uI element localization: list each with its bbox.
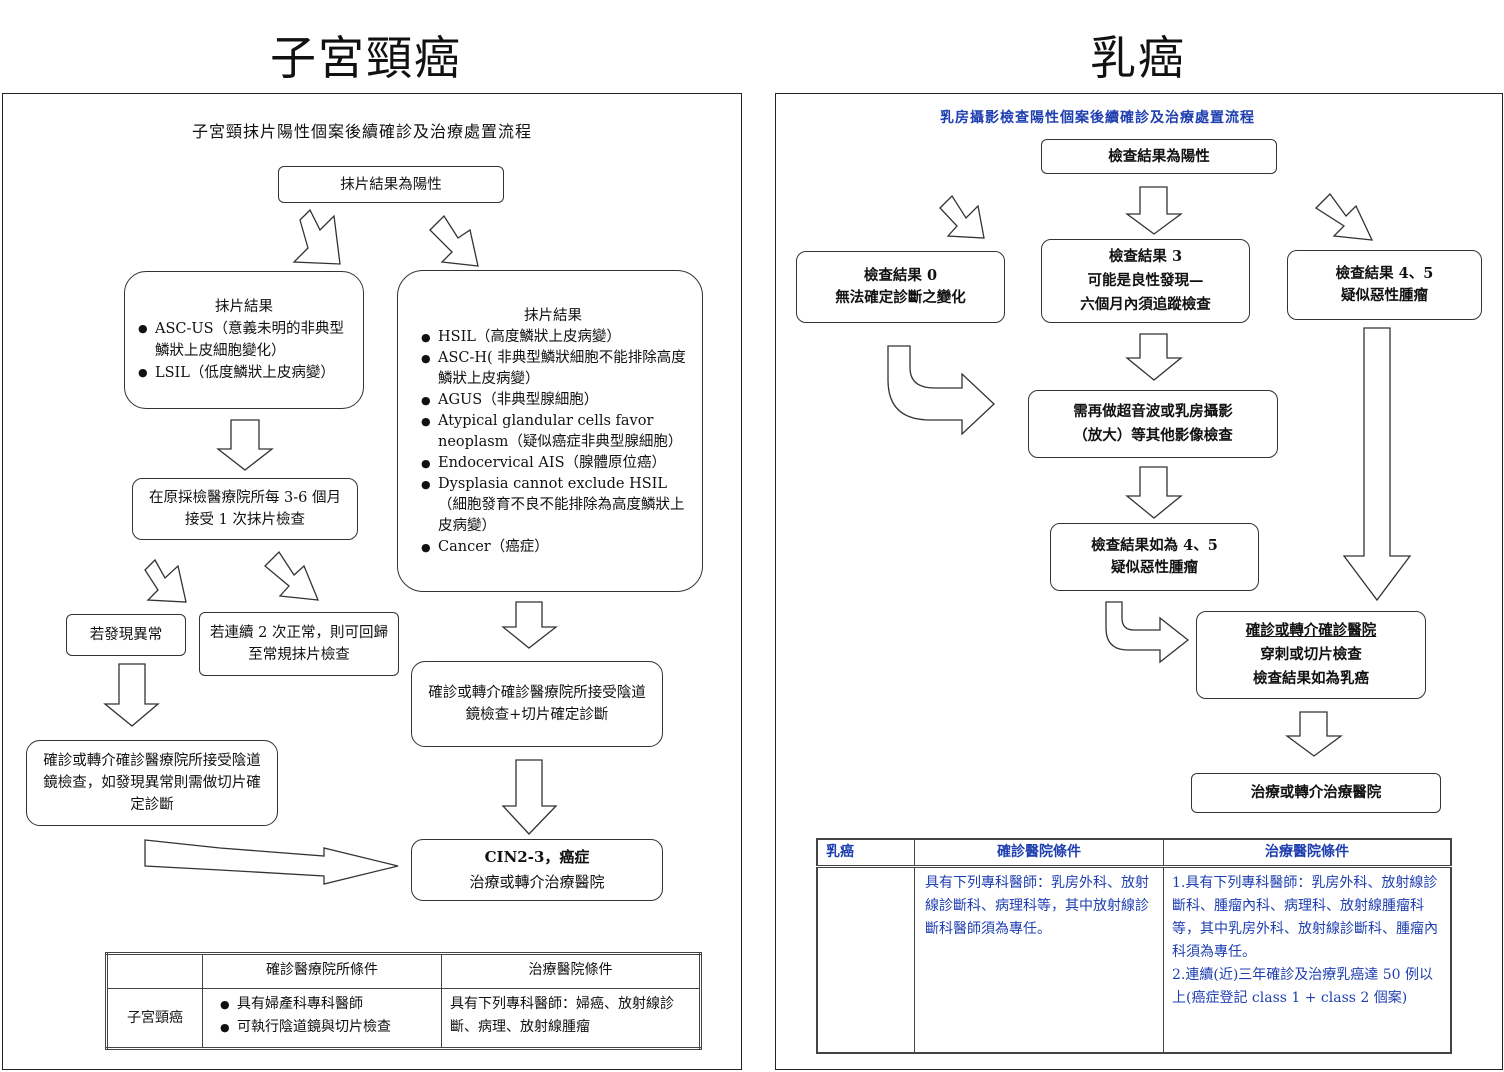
pap-high-item: ASC-H( 非典型鱗狀細胞不能排除高度鱗狀上皮病變） xyxy=(421,348,686,390)
arrow-down-right xyxy=(264,550,320,601)
cin-treatment-text: 治療或轉介治療醫院 xyxy=(469,873,605,891)
pap-high-item: AGUS（非典型腺細胞） xyxy=(421,390,686,411)
pap-high-item: Cancer（癌症） xyxy=(421,537,686,558)
if-45-desc: 疑似惡性腫瘤 xyxy=(1111,559,1198,576)
arrow-right xyxy=(144,839,399,885)
breast-table-label: 乳癌 xyxy=(816,838,915,868)
mammo-positive-box: 檢查結果為陽性 xyxy=(1041,139,1277,174)
result-0-box: 檢查結果 0 無法確定診斷之變化 xyxy=(796,251,1005,323)
confirm-hospital-title: 確診或轉介確診醫院 xyxy=(1245,622,1377,639)
diag-criterion: 可執行陰道鏡與切片檢查 xyxy=(220,1016,433,1039)
arrow-down-left xyxy=(292,208,341,265)
arrow-down-right xyxy=(1314,193,1374,241)
refer-biopsy-text: 確診或轉介確診醫療院所接受陰道鏡檢查+切片確定診斷 xyxy=(428,685,646,723)
pap-low-item: ASC-US（意義未明的非典型鱗狀上皮細胞變化） xyxy=(138,318,351,362)
arrow-down-right xyxy=(429,214,479,267)
breast-panel xyxy=(775,93,1503,1070)
result-45-box: 檢查結果 4、5 疑似惡性腫瘤 xyxy=(1287,250,1482,320)
arrow-down xyxy=(1285,711,1343,757)
confirm-hospital-criteria-header: 確診醫院條件 xyxy=(914,838,1164,868)
diag-criterion: 具有婦產科專科醫師 xyxy=(220,993,433,1016)
treatment-criterion-1: 1.具有下列專科醫師：乳房外科、放射線診斷科、腫瘤內科、病理科、放射線腫瘤科等，… xyxy=(1172,875,1438,960)
result-3-box: 檢查結果 3 可能是良性發現— 六個月內須追蹤檢查 xyxy=(1041,239,1250,323)
treat-criterion: 具有下列專科醫師：婦癌、放射線診斷、病理、放射線腫瘤 xyxy=(441,988,701,1049)
breast-cancer-title: 乳癌 xyxy=(1090,31,1186,85)
result-45-title: 檢查結果 4、5 xyxy=(1335,265,1434,282)
followup-box: 在原採檢醫療院所每 3-6 個月接受 1 次抹片檢查 xyxy=(132,478,358,540)
imaging-text-1: 需再做超音波或乳房攝影 xyxy=(1073,403,1233,420)
cin-text: CIN2-3，癌症 xyxy=(484,848,590,866)
pap-high-heading: 抹片結果 xyxy=(524,307,582,324)
mammo-positive-text: 檢查結果為陽性 xyxy=(1108,147,1210,165)
if-45-box: 檢查結果如為 4、5 疑似惡性腫瘤 xyxy=(1050,523,1259,591)
arrow-down xyxy=(1125,186,1183,235)
followup-text: 在原採檢醫療院所每 3-6 個月接受 1 次抹片檢查 xyxy=(148,490,342,528)
abnormal-text: 若發現異常 xyxy=(89,627,163,643)
pap-high-item: Dysplasia cannot exclude HSIL（細胞發育不良不能排除… xyxy=(421,474,686,537)
normal-return-box: 若連續 2 次正常，則可回歸至常規抹片檢查 xyxy=(199,612,399,676)
arrow-down xyxy=(501,759,558,835)
breast-criteria-table: 乳癌 確診醫院條件 治療醫院條件 具有下列專科醫師：乳房外科、放射線診斷科、病理… xyxy=(816,838,1452,1054)
refer-colposcopy-box: 確診或轉介確診醫療院所接受陰道鏡檢查，如發現異常則需做切片確定診斷 xyxy=(26,740,278,826)
treatment-criterion-2: 2.連續(近)三年確診及治療乳癌達 50 例以上(癌症登記 class 1 + … xyxy=(1172,967,1433,1006)
result-45-desc: 疑似惡性腫瘤 xyxy=(1341,287,1428,304)
arrow-curve-right xyxy=(887,345,995,436)
treat-hospital-header: 治療醫院條件 xyxy=(441,952,701,990)
cin-treatment-box: CIN2-3，癌症 治療或轉介治療醫院 xyxy=(411,839,663,901)
pap-high-grade-box: 抹片結果 HSIL（高度鱗狀上皮病變） ASC-H( 非典型鱗狀細胞不能排除高度… xyxy=(397,270,703,592)
treatment-hospital-criteria-header: 治療醫院條件 xyxy=(1163,838,1452,868)
abnormal-box: 若發現異常 xyxy=(66,614,186,656)
result-0-title: 檢查結果 0 xyxy=(863,267,938,284)
pap-positive-text: 抹片結果為陽性 xyxy=(340,176,442,193)
arrow-down-left xyxy=(144,558,187,603)
pap-high-item: HSIL（高度鱗狀上皮病變） xyxy=(421,327,686,348)
breast-flow-title: 乳房攝影檢查陽性個案後續確診及治療處置流程 xyxy=(940,110,1255,126)
cervical-cancer-title: 子宮頸癌 xyxy=(270,31,462,85)
diag-clinic-header: 確診醫療院所條件 xyxy=(202,952,442,990)
cervical-flow-title: 子宮頸抹片陽性個案後續確診及治療處置流程 xyxy=(192,122,533,141)
pap-low-item: LSIL（低度鱗狀上皮病變） xyxy=(138,362,351,384)
pap-high-item: Endocervical AIS（腺體原位癌） xyxy=(421,453,686,474)
treatment-box: 治療或轉介治療醫院 xyxy=(1191,773,1441,813)
arrow-down xyxy=(1125,466,1183,519)
if-45-title: 檢查結果如為 4、5 xyxy=(1091,537,1218,554)
confirm-hospital-criteria: 具有下列專科醫師：乳房外科、放射線診斷科、病理科等，其中放射線診斷科醫師須為專任… xyxy=(914,866,1164,1054)
pap-high-item: Atypical glandular cells favor neoplasm（… xyxy=(421,411,686,453)
pap-low-grade-box: 抹片結果 ASC-US（意義未明的非典型鱗狀上皮細胞變化） LSIL（低度鱗狀上… xyxy=(124,271,364,409)
arrow-down-left xyxy=(939,194,985,239)
imaging-text-2: （放大）等其他影像檢查 xyxy=(1073,427,1233,444)
cervical-criteria-table: 確診醫療院所條件 治療醫院條件 子宮頸癌 具有婦產科專科醫師 可執行陰道鏡與切片… xyxy=(105,952,702,1050)
cervical-panel xyxy=(2,93,742,1070)
pap-positive-box: 抹片結果為陽性 xyxy=(278,166,504,203)
cervical-row-label: 子宮頸癌 xyxy=(106,988,203,1049)
result-3-desc: 可能是良性發現— xyxy=(1087,272,1204,289)
result-0-desc: 無法確定診斷之變化 xyxy=(835,289,966,306)
treatment-text: 治療或轉介治療醫院 xyxy=(1250,784,1382,801)
arrow-down xyxy=(1125,333,1183,381)
normal-return-text: 若連續 2 次正常，則可回歸至常規抹片檢查 xyxy=(210,625,388,663)
arrow-down xyxy=(501,601,558,649)
arrow-curve-right xyxy=(1105,601,1190,664)
refer-colposcopy-text: 確診或轉介確診醫療院所接受陰道鏡檢查，如發現異常則需做切片確定診斷 xyxy=(43,753,261,813)
pap-low-heading: 抹片結果 xyxy=(215,299,273,315)
result-3-title: 檢查結果 3 xyxy=(1108,248,1183,265)
biopsy-text: 穿刺或切片檢查 xyxy=(1260,646,1362,663)
imaging-box: 需再做超音波或乳房攝影 （放大）等其他影像檢查 xyxy=(1028,390,1278,458)
arrow-long-down xyxy=(1342,327,1412,602)
confirm-hospital-box: 確診或轉介確診醫院 穿刺或切片檢查 檢查結果如為乳癌 xyxy=(1196,611,1426,699)
arrow-down xyxy=(216,419,274,471)
refer-biopsy-box: 確診或轉介確診醫療院所接受陰道鏡檢查+切片確定診斷 xyxy=(411,661,663,747)
result-3-followup: 六個月內須追蹤檢查 xyxy=(1080,296,1211,313)
arrow-down xyxy=(103,663,160,727)
breast-cancer-result: 檢查結果如為乳癌 xyxy=(1253,670,1369,687)
